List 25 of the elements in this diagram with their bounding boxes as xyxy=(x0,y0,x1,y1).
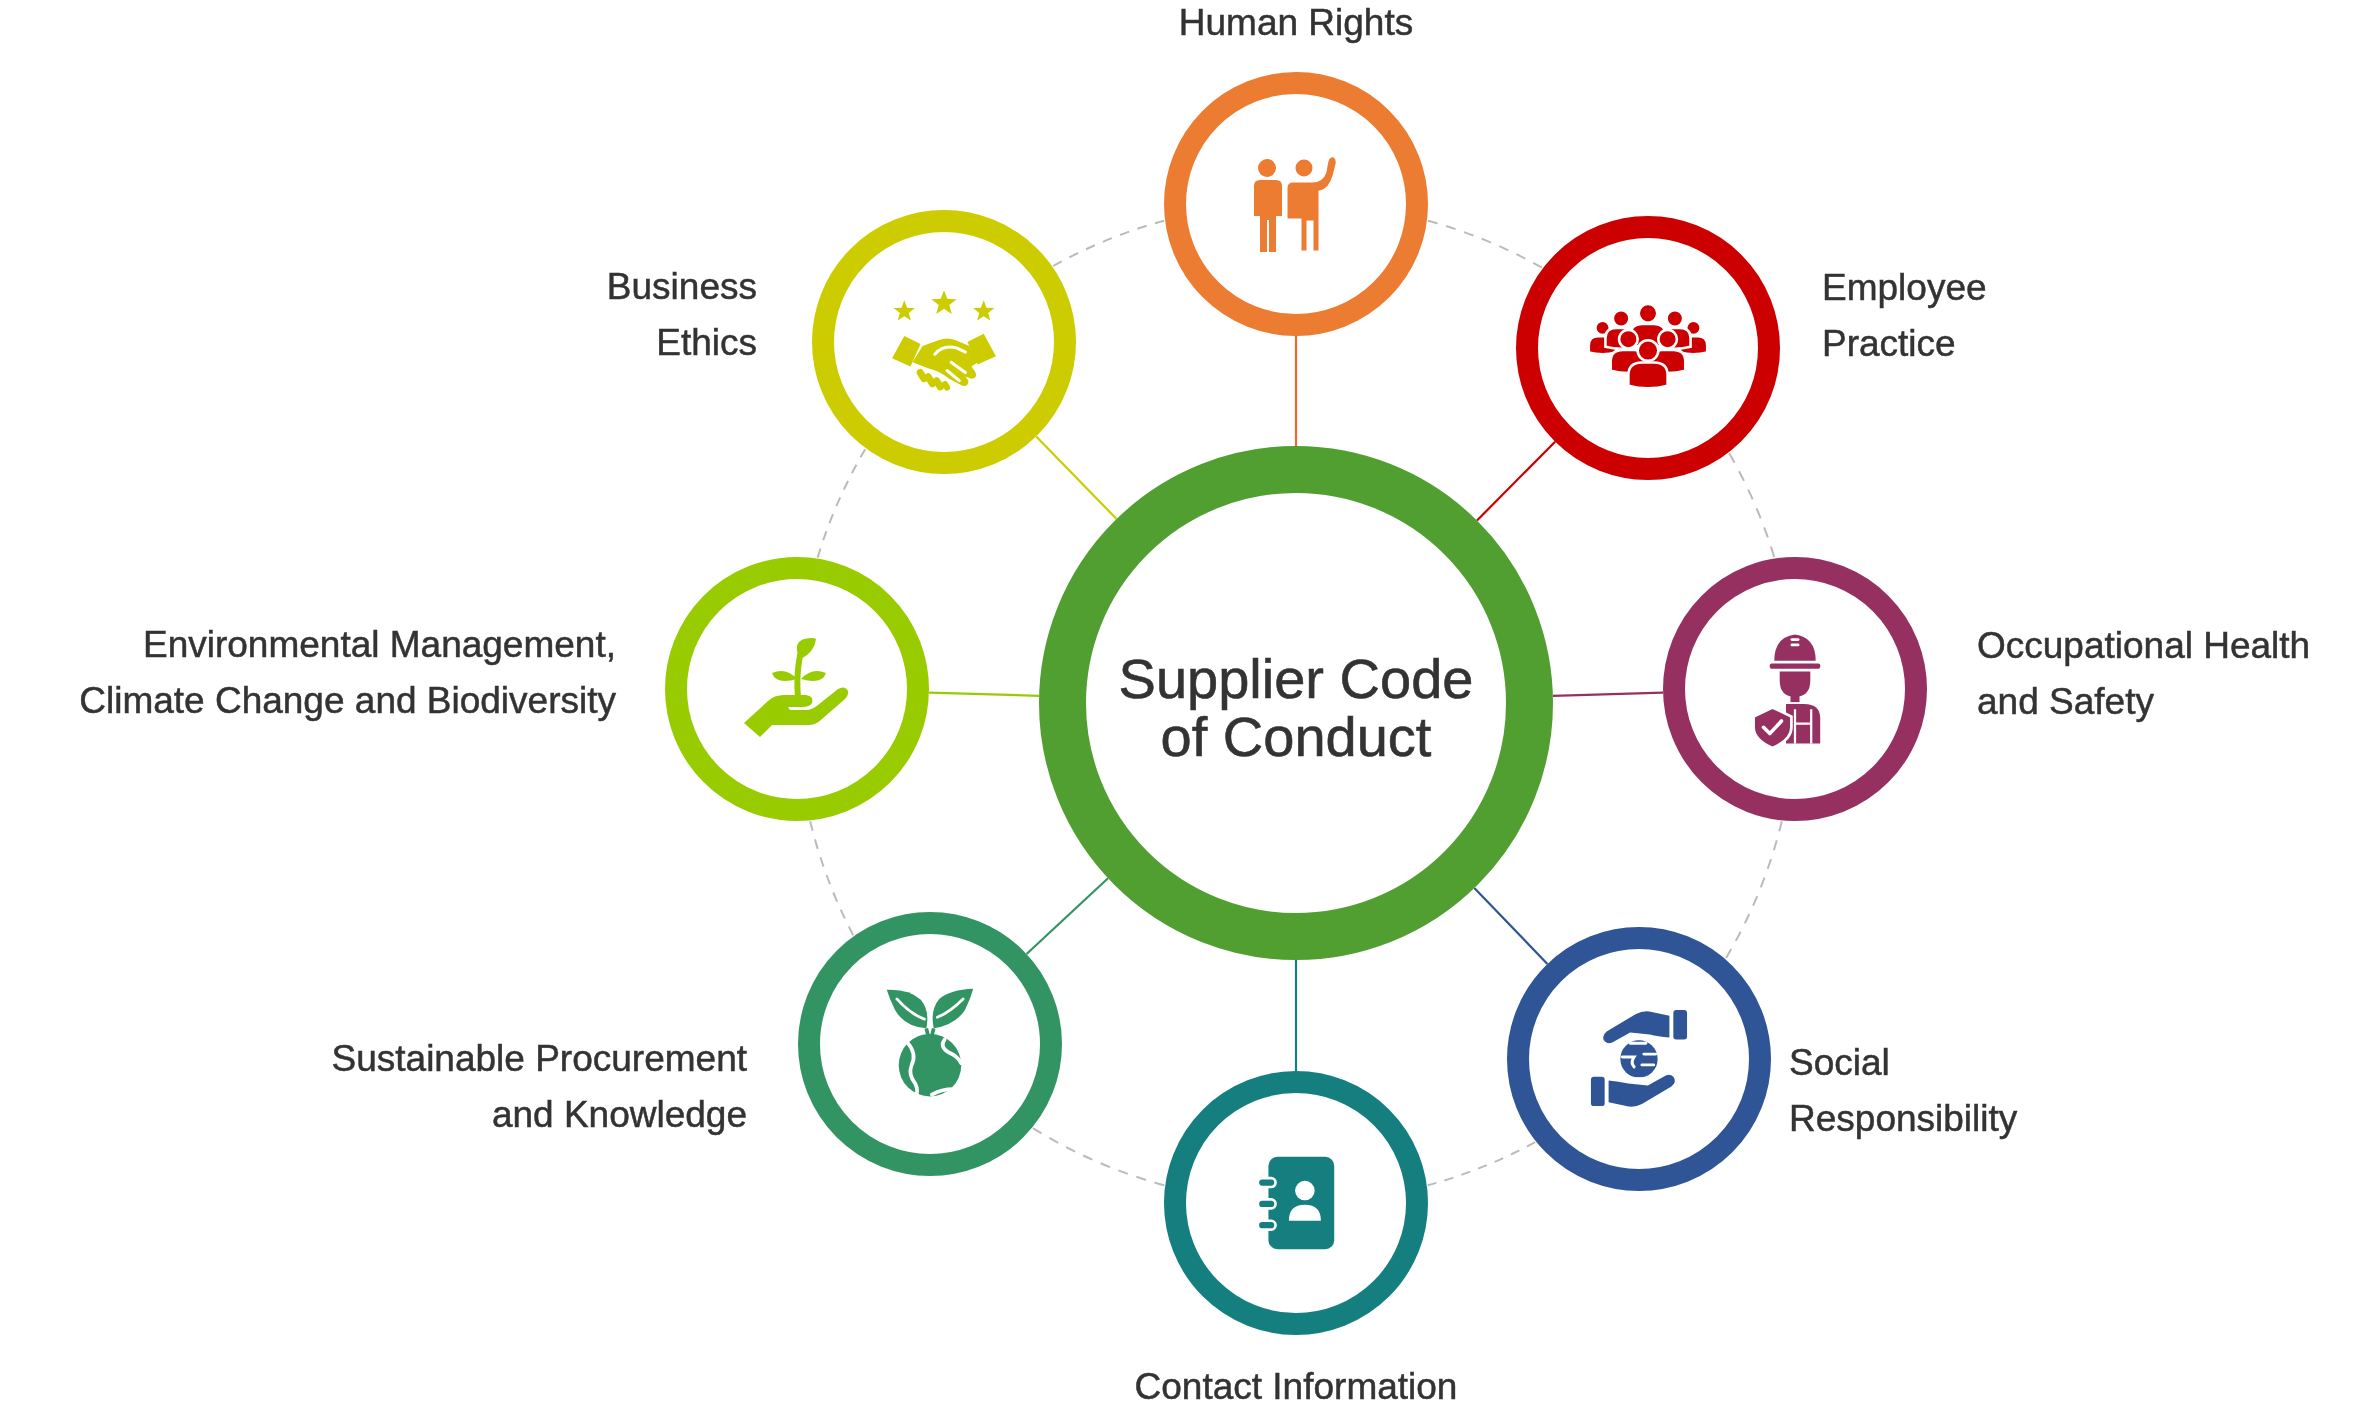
topic-label: Occupational Health and Safety xyxy=(1977,624,2312,724)
topic-label: Social Responsibility xyxy=(1789,1041,2019,1141)
topic-label: Business Ethics xyxy=(605,265,757,365)
topic-label: Sustainable Procurement and Knowledge xyxy=(330,1037,747,1137)
connector-line xyxy=(928,691,1040,697)
orbit-arc-line xyxy=(1052,219,1166,267)
connector-line xyxy=(1025,877,1109,955)
connector-line xyxy=(1476,440,1556,522)
orbit-arc-line xyxy=(1426,1141,1537,1187)
hub-title: Supplier Code of Conduct xyxy=(1117,650,1475,766)
connector-line xyxy=(1294,336,1298,446)
orbit-arc-line xyxy=(1724,820,1783,960)
topic-label: Employee Practice xyxy=(1822,266,1988,366)
topic-label: Contact Information xyxy=(1133,1365,1459,1409)
topic-label: Human Rights xyxy=(1177,1,1415,45)
connector-line xyxy=(1035,435,1118,520)
connector-line xyxy=(1473,887,1549,965)
orbit-arc-line xyxy=(816,448,867,559)
connector-line xyxy=(1552,691,1664,697)
orbit-arc-line xyxy=(1728,452,1776,559)
orbit-arc-line xyxy=(1426,219,1543,269)
connector-line xyxy=(1294,960,1298,1071)
orbit-arc-line xyxy=(809,820,855,937)
topic-label: Environmental Management, Climate Change and Biodiversity xyxy=(78,623,616,723)
orbit-arc-line xyxy=(1031,1127,1166,1187)
